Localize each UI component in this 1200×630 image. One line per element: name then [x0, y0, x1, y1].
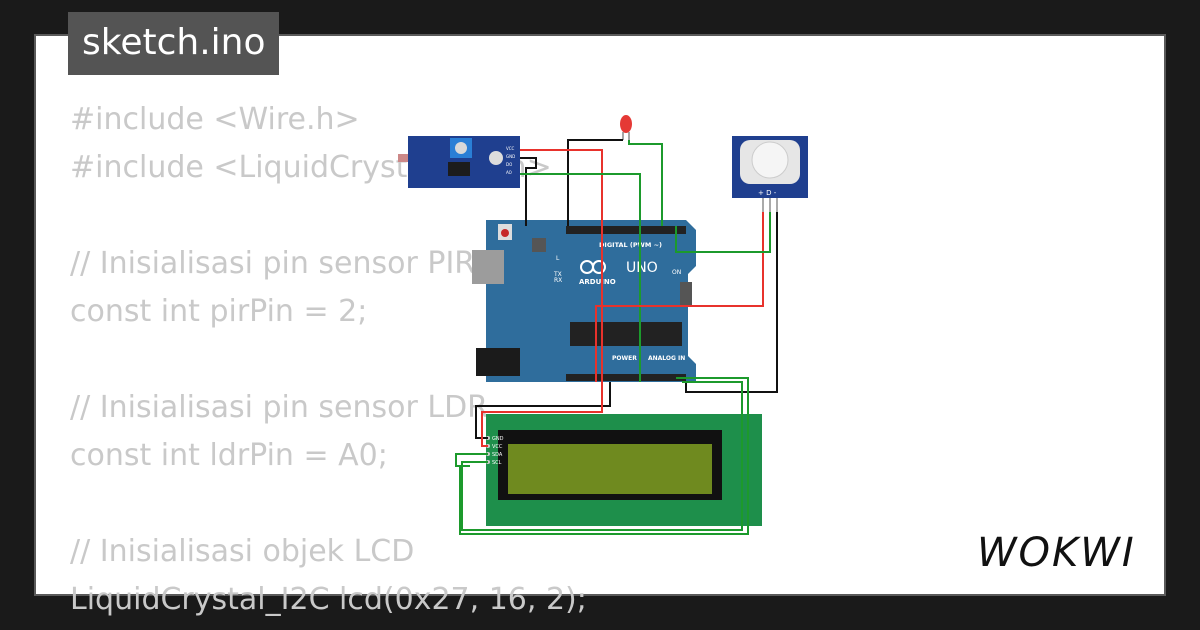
lcd-display[interactable]: GND VCC SDA SCL [486, 414, 762, 526]
ldr-photoresistor [489, 151, 503, 165]
lcd-screen [508, 444, 712, 494]
wire-led-gnd[interactable] [567, 139, 623, 226]
ldr-pin-do: DO [506, 162, 512, 167]
code-line: // Inisialisasi pin sensor PIR [70, 246, 476, 281]
ldr-comparator-chip [448, 162, 470, 176]
pir-sensor[interactable]: + D - [732, 136, 808, 212]
arduino-uno-board[interactable]: DIGITAL (PWM ~) UNO ARDUINO TX RX L ON P… [472, 220, 696, 382]
wire-led-signal[interactable] [628, 140, 663, 226]
lcd-pin-vcc: VCC [492, 444, 503, 450]
atmega-chip [570, 322, 682, 346]
code-line: // Inisialisasi pin sensor LDR [70, 390, 489, 425]
ldr-sensor-head [398, 154, 408, 162]
pir-pin-labels: + D - [758, 189, 777, 197]
arduino-logo [580, 260, 606, 274]
analog-label: ANALOG IN [648, 355, 685, 362]
wire-ldr-ao[interactable] [520, 173, 641, 382]
wokwi-logo: WOKWI [977, 530, 1136, 576]
wire-pir-data[interactable] [675, 212, 771, 253]
rx-label: RX [554, 277, 562, 284]
l-label: L [556, 255, 560, 262]
lcd-pin-scl: SCL [492, 460, 502, 466]
ldr-potentiometer-knob [455, 142, 467, 154]
arduino-brand-label: ARDUINO [579, 278, 616, 286]
preview-card: #include <Wire.h>#include <LiquidCrystal… [34, 34, 1166, 617]
code-line: // Inisialisasi objek LCD [70, 534, 415, 569]
ldr-pin-vcc: VCC [506, 146, 515, 151]
wire-ldr-gnd[interactable] [520, 157, 537, 226]
usb-port [472, 250, 504, 284]
tx-label: TX [553, 271, 562, 278]
icsp-header [532, 238, 546, 252]
wire-ldr-vcc[interactable] [520, 149, 603, 382]
wire-lcd-vcc[interactable] [481, 382, 603, 447]
digital-label: DIGITAL (PWM ~) [599, 241, 662, 249]
power-label: POWER [612, 355, 637, 362]
circuit-diagram: GND VCC SDA SCL DIGITAL (PWM ~) UNO [398, 115, 808, 535]
icsp2-header [680, 282, 692, 306]
wire-pir-vcc[interactable] [595, 212, 764, 382]
lcd-pin-gnd: GND [492, 436, 504, 442]
wire-pir-gnd[interactable] [685, 212, 778, 393]
wokwi-logo-text: WOKWI [977, 530, 1136, 576]
lcd-pin-sda: SDA [492, 452, 503, 458]
code-line: const int ldrPin = A0; [70, 438, 388, 473]
code-line: LiquidCrystal_I2C lcd(0x27, 16, 2); [70, 582, 587, 617]
wire-lcd-gnd[interactable] [475, 382, 611, 439]
led[interactable] [620, 115, 632, 140]
wires [455, 139, 778, 535]
code-line: #include <Wire.h> [70, 102, 360, 137]
wire-lcd-scl[interactable] [461, 381, 743, 531]
power-jack [476, 348, 520, 376]
pir-lens [751, 141, 789, 179]
on-label: ON [672, 269, 681, 276]
led-dome [620, 115, 632, 133]
ldr-pin-ao: AO [506, 170, 512, 175]
ldr-sensor-module[interactable]: VCC GND DO AO [398, 136, 520, 188]
analog-header [566, 374, 686, 381]
uno-label: UNO [626, 260, 658, 276]
code-line: const int pirPin = 2; [70, 294, 368, 329]
reset-button[interactable] [501, 229, 509, 237]
wire-lcd-sda[interactable] [455, 377, 749, 535]
ldr-pin-gnd: GND [506, 154, 515, 159]
digital-header [566, 226, 686, 234]
file-name-tab: sketch.ino [68, 12, 280, 75]
